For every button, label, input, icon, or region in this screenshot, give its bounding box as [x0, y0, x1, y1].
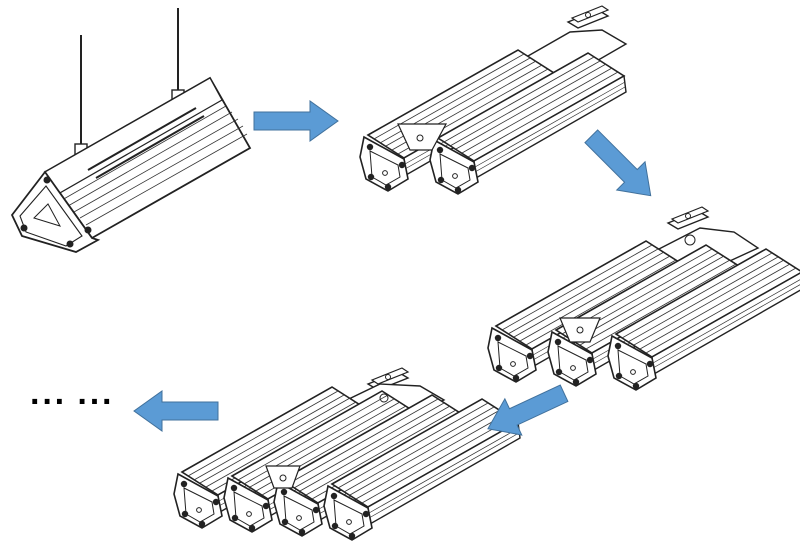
continuation-ellipsis: ··· ···: [30, 383, 115, 421]
fixture-1-module: [10, 8, 252, 253]
arrow-down-right: [576, 121, 666, 211]
arrow-left: [133, 390, 219, 432]
fixture-2-modules: [359, 5, 628, 195]
fixture-4-modules: [173, 367, 521, 541]
arrow-right: [253, 100, 339, 142]
fixture-3-modules: [487, 206, 800, 391]
